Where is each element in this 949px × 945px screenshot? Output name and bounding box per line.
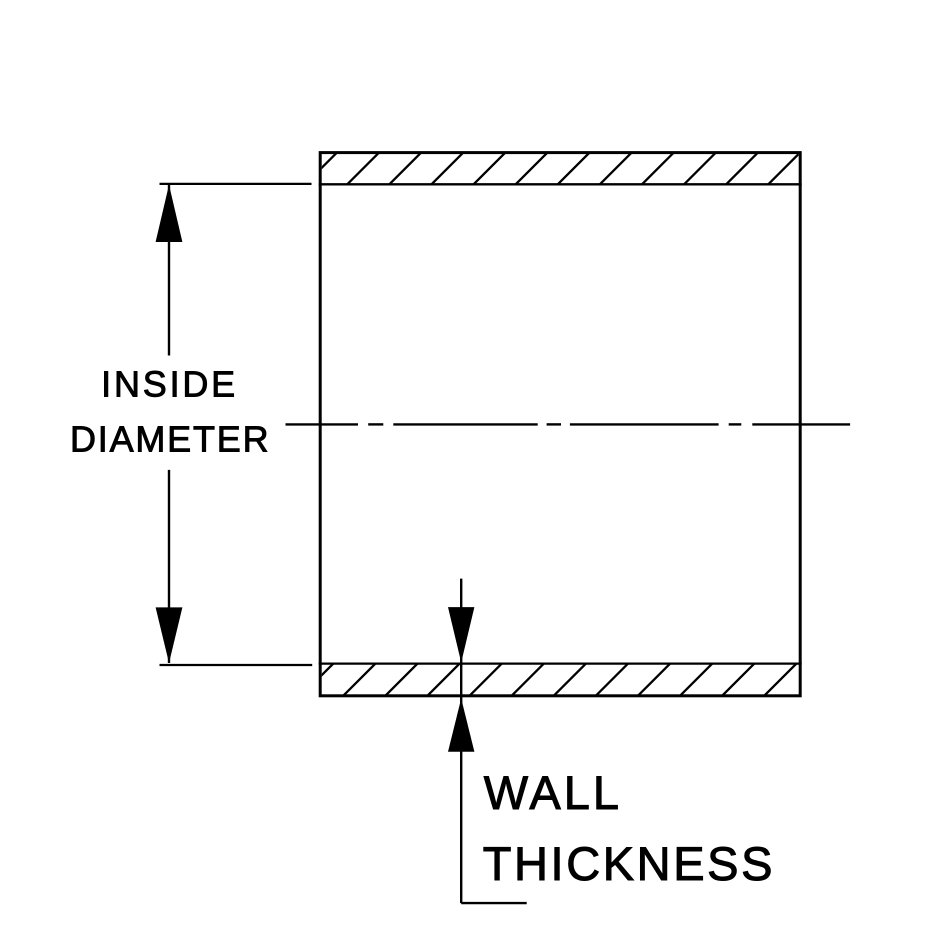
svg-text:WALL: WALL <box>484 766 622 819</box>
svg-text:DIAMETER: DIAMETER <box>70 418 270 459</box>
svg-text:INSIDE: INSIDE <box>101 364 238 405</box>
svg-text:THICKNESS: THICKNESS <box>483 837 775 890</box>
